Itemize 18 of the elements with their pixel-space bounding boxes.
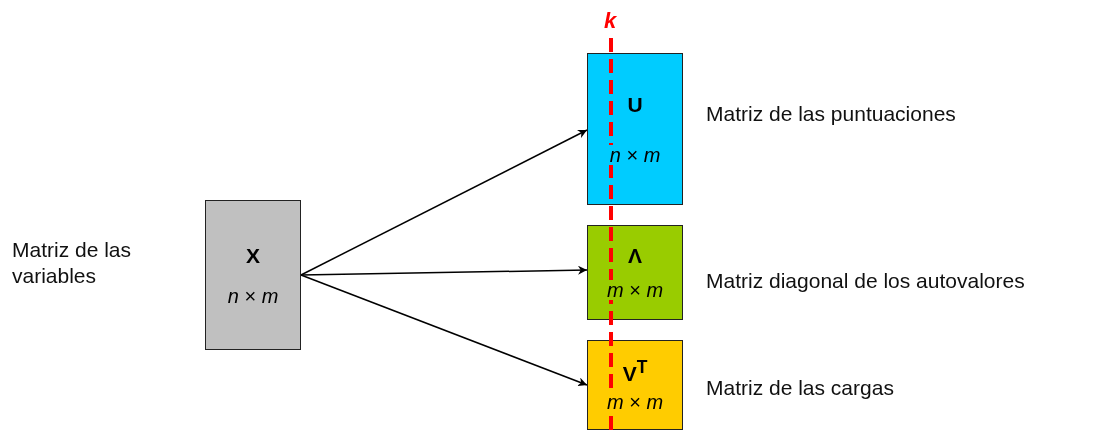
arrow	[300, 274, 588, 386]
cut-label: k	[604, 8, 617, 34]
matrix-symbol: Λ	[627, 245, 643, 266]
matrix-description: Matriz diagonal de los autovalores	[706, 268, 1026, 294]
matrix-symbol: X	[245, 244, 261, 266]
matrix-dimension: m × m	[604, 280, 666, 300]
matrix-symbol: V$^{T}$	[621, 358, 649, 384]
matrix-symbol: U	[626, 93, 644, 115]
matrix-box	[587, 53, 683, 205]
matrix-box	[205, 200, 301, 350]
arrow	[300, 265, 588, 276]
matrix-description: Matriz de las puntuaciones	[706, 101, 957, 127]
arrow	[300, 129, 588, 276]
matrix-box	[587, 340, 683, 430]
matrix-dimension: n × m	[607, 144, 663, 165]
matrix-box	[587, 225, 683, 320]
matrix-description: Matriz de las variables	[12, 237, 133, 289]
matrix-description: Matriz de las cargas	[706, 375, 895, 401]
